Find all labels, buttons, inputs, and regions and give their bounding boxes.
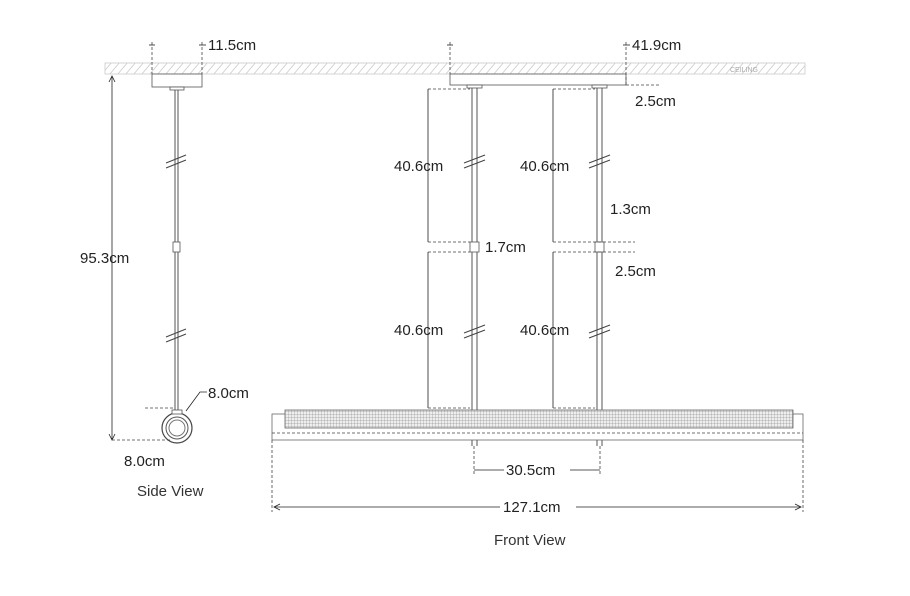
side-view-caption: Side View [137,483,204,500]
connector-right-label: 1.3cm [610,201,651,218]
connector-gap-label: 2.5cm [615,263,656,280]
ceiling-label: CEILING [730,67,758,74]
ceiling: CEILING [104,62,806,75]
front-canopy [449,73,627,86]
side-shade [161,409,193,444]
side-canopy [151,73,203,88]
side-connector [172,241,181,253]
front-canopy-width-label: 41.9cm [632,37,681,54]
front-light-bar [271,409,804,441]
front-view-caption: Front View [494,532,566,549]
lower-rod-left-label: 40.6cm [394,322,443,339]
side-bottom-offset-label: 8.0cm [124,453,165,470]
side-canopy-width-label: 11.5cm [208,37,256,54]
stem-spacing-label: 30.5cm [506,462,555,479]
side-shade-diameter-label: 8.0cm [208,385,249,402]
connector-left-label: 1.7cm [485,239,526,256]
lower-rod-right-label: 40.6cm [520,322,569,339]
upper-rod-left-label: 40.6cm [394,158,443,175]
side-view: 11.5cm 95.3cm 8.0cm 8.0cm Side View [80,37,256,500]
upper-rod-right-label: 40.6cm [520,158,569,175]
side-overall-height-label: 95.3cm [80,250,129,267]
overall-length-label: 127.1cm [503,499,561,516]
front-canopy-depth-label: 2.5cm [635,93,676,110]
front-view: 41.9cm 2.5cm 40.6cm 40.6cm 1.7cm 1.3cm 2… [271,37,804,549]
